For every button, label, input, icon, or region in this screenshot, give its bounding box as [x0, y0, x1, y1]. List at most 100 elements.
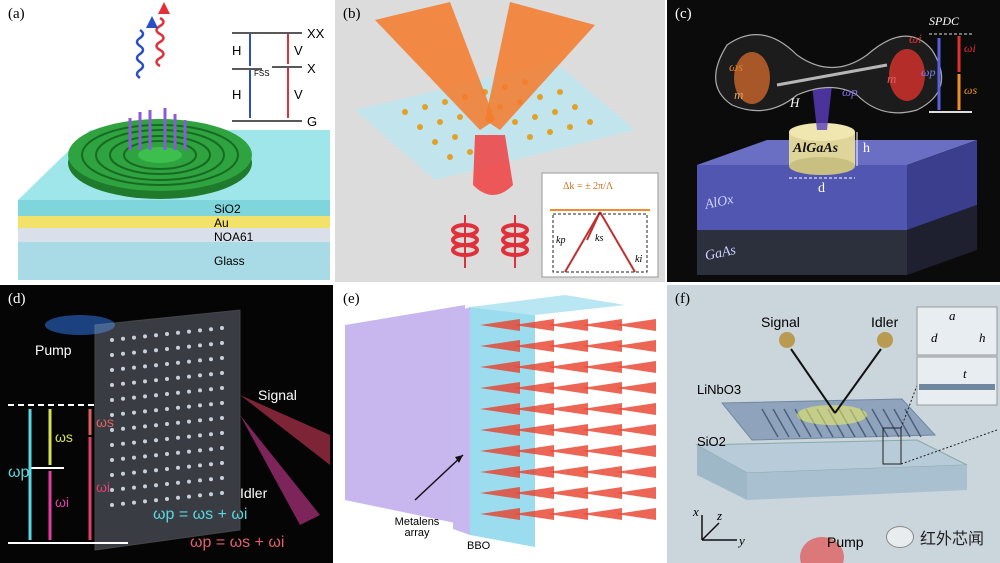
nanopillar — [110, 368, 114, 372]
photon-cone — [480, 508, 520, 520]
nanopillar — [176, 450, 180, 455]
nanopillar — [121, 501, 125, 506]
nanopillar — [110, 443, 114, 447]
photon-cone — [616, 319, 656, 331]
photon-cone — [616, 382, 656, 394]
photon-cone — [616, 340, 656, 352]
pump-label: Pump — [35, 342, 72, 358]
nanopillar — [187, 359, 191, 364]
inset-d-label: d — [931, 330, 938, 345]
inset-top — [916, 306, 998, 356]
nanopillar — [143, 469, 147, 474]
nanopillar — [176, 465, 180, 470]
ws-label-1: ωs — [55, 429, 73, 445]
nanopillar-grid — [110, 326, 224, 507]
z-axis — [701, 522, 720, 541]
wi-label-1: ωi — [55, 494, 70, 510]
kp-left — [564, 211, 601, 273]
generated-beam — [473, 135, 513, 195]
panel-c: (c) SPDC ωs ωi ωp m m ωp ωi ωs H h d AlG… — [667, 0, 1000, 282]
blue-arrowhead — [146, 16, 158, 28]
nanopillar — [209, 357, 213, 362]
nanopillar — [154, 408, 158, 413]
nanopillar — [176, 480, 180, 485]
nanopillar — [209, 447, 213, 452]
sio2-label: SiO2 — [697, 434, 726, 449]
nanopillar — [220, 386, 224, 390]
wi-label-2: ωi — [96, 479, 111, 495]
nanopillar — [143, 379, 147, 384]
nanopillar — [165, 377, 169, 381]
inset-t-label: t — [963, 366, 967, 381]
nanopillar — [110, 503, 114, 507]
signal-sphere — [779, 332, 795, 348]
mode-beam — [776, 63, 888, 87]
photon-cone — [616, 445, 656, 457]
emission-glow — [797, 405, 867, 425]
m-i-label: m — [887, 71, 897, 86]
nanopillar — [220, 326, 224, 330]
panel-f-label: (f) — [675, 291, 690, 307]
nanopillar — [143, 439, 147, 444]
nanopillar — [176, 330, 180, 335]
pump-beam-left — [375, 2, 495, 130]
grating-lines — [761, 408, 922, 438]
grating-line — [882, 408, 900, 438]
panel-f-illustration — [695, 306, 998, 563]
ring-center — [138, 147, 182, 163]
panel-d-label: (d) — [8, 291, 26, 307]
pump-light — [345, 305, 465, 525]
sio2-side — [697, 445, 747, 500]
nanopillar — [176, 420, 180, 425]
level-label-x: X — [307, 61, 316, 76]
nanopillar — [132, 470, 136, 475]
photon-cone — [548, 508, 588, 520]
nanopillar — [187, 434, 191, 439]
nanopillar — [143, 454, 147, 459]
kp-right — [599, 211, 636, 273]
photon-cone — [480, 382, 520, 394]
algaas-top — [789, 123, 855, 141]
nanopillar — [110, 338, 114, 342]
ks-label: ks — [595, 233, 604, 244]
panel-a-label: (a) — [8, 6, 25, 22]
sio2-front — [747, 465, 967, 500]
nanopillar — [110, 458, 114, 462]
nanopillar — [220, 476, 224, 480]
nanopillar — [209, 342, 213, 347]
pol-label-h1: H — [232, 43, 242, 58]
nanopillar — [198, 328, 202, 333]
nanopillar — [220, 416, 224, 420]
pump-label: Pump — [827, 534, 864, 550]
fss-label: FSS — [254, 69, 270, 78]
wechat-icon — [885, 526, 914, 548]
photon-cone — [582, 487, 622, 499]
nanopillar — [220, 341, 224, 345]
photon-cone — [514, 508, 554, 520]
grating-line — [772, 408, 790, 438]
panel-e: (e) Metalens array BBO — [335, 285, 665, 563]
nanopillar — [220, 461, 224, 465]
alox-front — [697, 165, 907, 230]
photon-cone — [582, 445, 622, 457]
nanopillar — [121, 411, 125, 416]
layer-label-sio2: SiO2 — [214, 202, 241, 216]
axis-z-label: z — [717, 508, 723, 523]
photon-cone — [480, 319, 520, 331]
nanopillar — [220, 371, 224, 375]
photon-cone — [480, 424, 520, 436]
photon-cone — [480, 340, 520, 352]
m-s-label: m — [734, 87, 744, 102]
phase-matching-inset — [541, 172, 659, 278]
grating-line — [893, 408, 911, 438]
nanopillar — [220, 356, 224, 360]
metasurface-plate — [94, 309, 241, 551]
au-layer — [18, 216, 330, 228]
nanopillar — [165, 347, 169, 351]
wp-label: ωp — [8, 464, 30, 481]
red-arrowhead — [158, 2, 170, 14]
panel-d: (d) Pump Signal Idler ωp ωs ωi ωs ωi ωp … — [0, 285, 333, 563]
nanopillar — [198, 418, 202, 423]
sio2-layer — [18, 200, 330, 216]
idler-label: Idler — [871, 314, 899, 330]
